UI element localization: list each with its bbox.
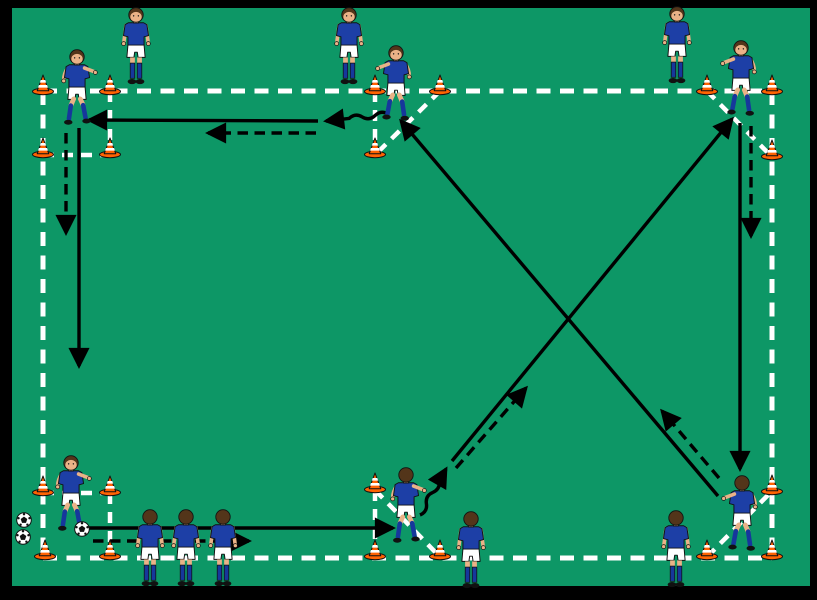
dribble-arrow xyxy=(419,466,448,517)
run-arrow xyxy=(454,385,528,470)
pass-arrow xyxy=(86,109,319,131)
spare-ball-1 xyxy=(16,512,32,528)
spare-ball-2 xyxy=(15,529,31,545)
run-arrow xyxy=(660,408,721,480)
dribble-arrow xyxy=(323,108,389,130)
pass-arrow xyxy=(450,116,734,463)
pass-arrow xyxy=(399,118,720,498)
soccer-ball-in-play xyxy=(74,521,90,537)
gate-line xyxy=(373,488,442,559)
